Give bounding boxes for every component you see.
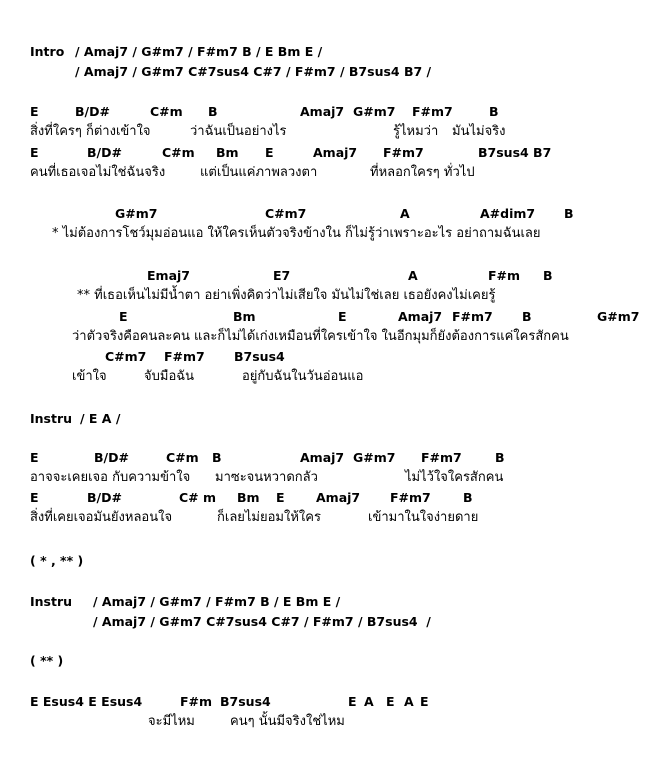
chord-text: ( ** ) [30, 653, 64, 668]
chord-text: Instru [30, 411, 73, 426]
chord-text: C#m [166, 450, 199, 465]
lyric-text: ไม่ไว้ใจใครสักคน [405, 470, 504, 485]
chord-text: G#m7 [115, 206, 158, 221]
chord-text: B/D# [94, 450, 129, 465]
chord-text: E [348, 694, 357, 709]
lyric-text: จับมือฉัน [144, 369, 194, 384]
chord-text: B [212, 450, 222, 465]
chord-text: A [404, 694, 414, 709]
chord-text: Instru [30, 594, 73, 609]
chord-text: / Amaj7 / G#m7 C#7sus4 C#7 / F#m7 / B7su… [93, 614, 431, 629]
lyric-text: สิ่งที่เคยเจอมันยังหลอนใจ [30, 510, 173, 525]
chord-text: Amaj7 [398, 309, 443, 324]
lyric-text: มันไม่จริง [452, 124, 506, 139]
chord-text: Amaj7 [300, 450, 345, 465]
lyric-text: เข้าใจ [72, 369, 107, 384]
chord-text: E [30, 490, 39, 505]
lyric-text: สิ่งที่ใครๆ ก็ต่างเข้าใจ [30, 124, 151, 139]
chord-text: Emaj7 [147, 268, 190, 283]
chord-text: A [408, 268, 418, 283]
chord-text: / Amaj7 / G#m7 C#7sus4 C#7 / F#m7 / B7su… [75, 64, 432, 79]
chord-text: Bm [233, 309, 256, 324]
lyric-text: อยู่กับฉันในวันอ่อนแอ [242, 369, 364, 384]
chord-text: A [400, 206, 410, 221]
chord-text: C# m [179, 490, 217, 505]
chord-text: E Esus4 E Esus4 [30, 694, 143, 709]
chord-text: Bm [237, 490, 260, 505]
lyric-text: ก็เลยไม่ยอมให้ใคร [217, 510, 321, 525]
lyric-text: คนที่เธอเจอไม่ใช่ฉันจริง [30, 165, 166, 180]
chord-text: E [30, 145, 39, 160]
chord-text: E [119, 309, 128, 324]
chord-text: G#m7 [597, 309, 640, 324]
chord-text: F#m [180, 694, 213, 709]
lyric-text: ว่าตัวจริงคือคนละคน และก็ไม่ได้เก่งเหมือ… [72, 329, 569, 344]
chord-text: B [495, 450, 505, 465]
chord-text: B [564, 206, 574, 221]
chord-text: Bm [216, 145, 239, 160]
chord-text: / E A / [80, 411, 121, 426]
lyric-text: เข้ามาในใจง่ายดาย [368, 510, 479, 525]
chord-text: E [265, 145, 274, 160]
chord-text: F#m7 [412, 104, 453, 119]
chord-text: C#m [150, 104, 183, 119]
lyric-text: * ไม่ต้องการโชว์มุมอ่อนแอ ให้ใครเห็นตัวจ… [52, 226, 541, 241]
chord-text: E [276, 490, 285, 505]
chord-text: A#dim7 [480, 206, 536, 221]
lyric-text: แต่เป็นแค่ภาพลวงตา [200, 165, 318, 180]
chord-text: B7sus4 [234, 349, 285, 364]
chord-text: B [522, 309, 532, 324]
lyric-text: อาจจะเคยเจอ กับความข้าใจ [30, 470, 191, 485]
chord-text: E [386, 694, 395, 709]
chord-text: B7sus4 B7 [478, 145, 552, 160]
chord-text: C#m7 [105, 349, 147, 364]
chord-text: B [463, 490, 473, 505]
chord-text: E7 [273, 268, 291, 283]
chord-text: A [364, 694, 374, 709]
chord-text: Amaj7 [316, 490, 361, 505]
chord-text: F#m7 [383, 145, 424, 160]
chord-text: F#m7 [390, 490, 431, 505]
chord-text: B [543, 268, 553, 283]
chord-text: B/D# [75, 104, 110, 119]
lyric-text: ** ที่เธอเห็นไม่มีน้ำตา อย่าเพิ่งคิดว่าไ… [77, 288, 496, 303]
chord-text: F#m7 [164, 349, 205, 364]
chord-text: F#m7 [421, 450, 462, 465]
chord-text: B [208, 104, 218, 119]
lyric-text: จะมีไหม [148, 714, 195, 729]
chord-text: E [420, 694, 429, 709]
chord-text: G#m7 [353, 450, 396, 465]
lyric-text: ที่หลอกใครๆ ทั่วไป [370, 165, 475, 180]
chord-text: / Amaj7 / G#m7 / F#m7 B / E Bm E / [93, 594, 341, 609]
chord-text: Intro [30, 44, 65, 59]
chord-text: G#m7 [353, 104, 396, 119]
chord-text: C#m [162, 145, 195, 160]
lyric-text: รู้ไหมว่า [393, 124, 439, 139]
chord-text: C#m7 [265, 206, 307, 221]
chord-text: Amaj7 [313, 145, 358, 160]
chord-text: F#m [488, 268, 521, 283]
chord-text: E [338, 309, 347, 324]
chord-text: ( * , ** ) [30, 553, 84, 568]
chord-text: E [30, 450, 39, 465]
chord-text: Amaj7 [300, 104, 345, 119]
chord-text: F#m7 [452, 309, 493, 324]
lyric-text: ว่าฉันเป็นอย่างไร [190, 124, 287, 139]
chord-text: B7sus4 [220, 694, 271, 709]
chord-text: B/D# [87, 490, 122, 505]
chord-text: B/D# [87, 145, 122, 160]
chord-text: E [30, 104, 39, 119]
chord-text: B [489, 104, 499, 119]
lyric-text: มาซะจนหวาดกลัว [215, 470, 318, 485]
lyric-text: คนๆ นั้นมีจริงใช่ไหม [230, 714, 345, 729]
chord-text: / Amaj7 / G#m7 / F#m7 B / E Bm E / [75, 44, 323, 59]
